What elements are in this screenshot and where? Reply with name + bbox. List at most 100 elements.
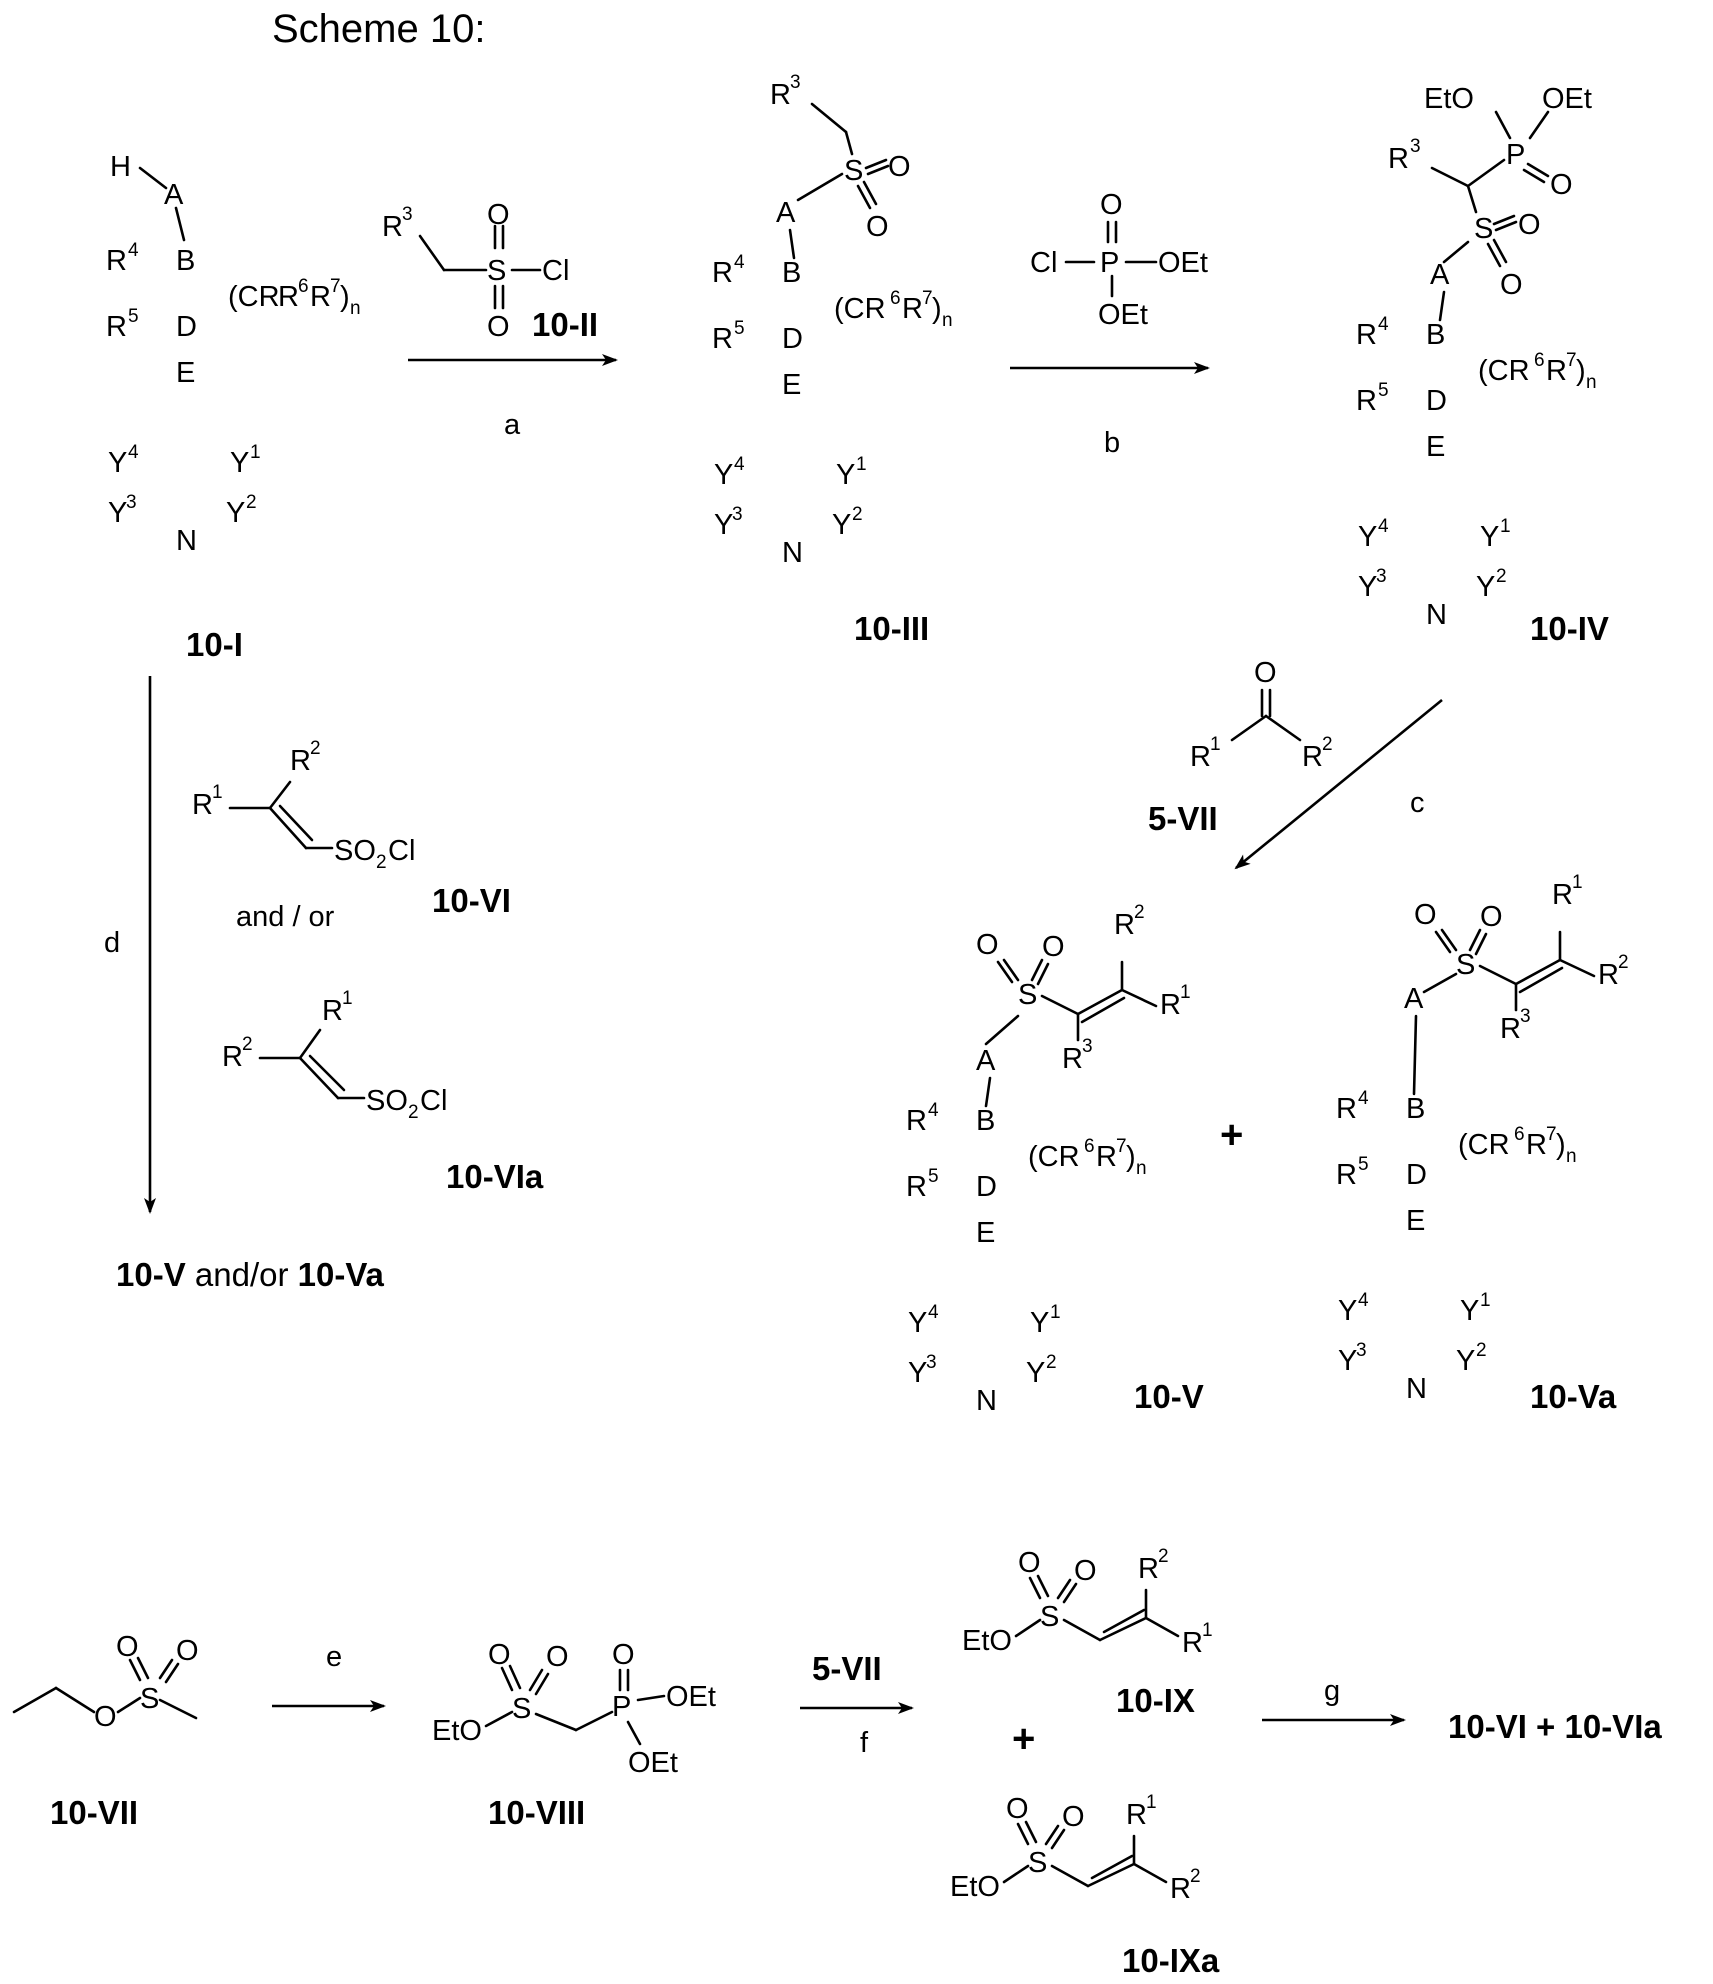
svg-text:O: O: [888, 151, 911, 183]
svg-text:): ): [932, 293, 942, 325]
svg-text:2: 2: [1190, 1866, 1201, 1887]
svg-text:O: O: [1550, 169, 1573, 201]
condition-d: d: [104, 927, 120, 959]
svg-text:R: R: [1114, 909, 1135, 941]
svg-text:5: 5: [128, 306, 139, 327]
compound-10-IX: EtO S O O R2 R1: [962, 1546, 1213, 1659]
svg-text:R: R: [770, 79, 791, 111]
svg-text:2: 2: [1496, 566, 1507, 587]
svg-text:3: 3: [1376, 566, 1387, 587]
svg-text:(CR: (CR: [1478, 355, 1530, 387]
svg-text:5: 5: [1358, 1154, 1369, 1175]
svg-text:Cl: Cl: [542, 255, 569, 287]
svg-text:R: R: [1190, 741, 1211, 773]
svg-text:OEt: OEt: [1158, 247, 1208, 279]
svg-text:A: A: [164, 179, 184, 211]
svg-text:4: 4: [1358, 1290, 1369, 1311]
svg-text:4: 4: [128, 442, 139, 463]
svg-text:O: O: [1018, 1547, 1041, 1579]
svg-text:): ): [340, 281, 350, 313]
svg-text:N: N: [782, 537, 803, 569]
svg-text:E: E: [176, 357, 195, 389]
svg-text:1: 1: [342, 988, 353, 1009]
svg-text:1: 1: [1180, 982, 1191, 1003]
svg-text:6: 6: [298, 276, 309, 297]
plus-sign-bottom: +: [1012, 1717, 1035, 1761]
svg-text:Cl: Cl: [420, 1085, 447, 1117]
compound-10-VIII: EtO S O O P O OEt OEt: [432, 1639, 716, 1779]
svg-text:Y: Y: [226, 497, 245, 529]
svg-text:Y: Y: [108, 497, 127, 529]
label-10-VIII: 10-VIII: [488, 1794, 585, 1831]
svg-text:R: R: [902, 293, 923, 325]
svg-text:R: R: [1138, 1553, 1159, 1585]
svg-text:Y: Y: [836, 459, 855, 491]
svg-text:3: 3: [1410, 136, 1421, 157]
condition-g: g: [1324, 1675, 1340, 1707]
svg-text:A: A: [976, 1045, 996, 1077]
svg-text:N: N: [176, 525, 197, 557]
svg-text:B: B: [976, 1105, 995, 1137]
svg-text:4: 4: [1358, 1088, 1369, 1109]
label-10-VIa: 10-VIa: [446, 1158, 544, 1195]
svg-text:Y: Y: [230, 447, 249, 479]
reagent-10-VI: R1 R2 SO 2 Cl: [192, 738, 415, 873]
svg-text:S: S: [140, 1683, 159, 1715]
svg-text:Y: Y: [108, 447, 127, 479]
svg-text:O: O: [1074, 1555, 1097, 1587]
svg-text:A: A: [776, 197, 796, 229]
svg-text:4: 4: [1378, 516, 1389, 537]
svg-text:R: R: [278, 281, 299, 313]
svg-text:4: 4: [928, 1100, 939, 1121]
svg-text:Y: Y: [714, 509, 733, 541]
svg-text:2: 2: [1322, 734, 1333, 755]
plus-sign: +: [1220, 1113, 1243, 1157]
compound-10-VII: O S O O: [14, 1631, 199, 1733]
svg-text:2: 2: [1046, 1352, 1057, 1373]
svg-text:P: P: [1100, 247, 1119, 279]
svg-text:S: S: [487, 255, 506, 287]
svg-text:R: R: [1500, 1013, 1521, 1045]
svg-text:O: O: [612, 1639, 635, 1671]
svg-text:): ): [1576, 355, 1586, 387]
label-10-VII: 10-VII: [50, 1794, 138, 1831]
svg-text:R: R: [1336, 1093, 1357, 1125]
scheme-title: Scheme 10:: [272, 7, 485, 51]
svg-text:n: n: [1566, 1146, 1577, 1167]
svg-text:S: S: [1040, 1601, 1059, 1633]
svg-text:2: 2: [242, 1034, 253, 1055]
svg-text:3: 3: [732, 504, 743, 525]
svg-text:): ): [1556, 1129, 1566, 1161]
svg-text:E: E: [782, 369, 801, 401]
svg-text:D: D: [1406, 1159, 1427, 1191]
svg-text:N: N: [976, 1385, 997, 1417]
svg-text:R: R: [1302, 741, 1323, 773]
svg-text:EtO: EtO: [950, 1871, 1000, 1903]
svg-text:N: N: [1406, 1373, 1427, 1405]
svg-text:S: S: [1456, 949, 1475, 981]
svg-text:1: 1: [856, 454, 867, 475]
svg-text:B: B: [1406, 1093, 1425, 1125]
condition-f: f: [860, 1727, 869, 1759]
svg-text:6: 6: [1534, 350, 1545, 371]
svg-text:4: 4: [1378, 314, 1389, 335]
svg-text:R: R: [310, 281, 331, 313]
compound-10-IXa: EtO S O O R1 R2: [950, 1792, 1201, 1905]
svg-text:Cl: Cl: [1030, 247, 1057, 279]
svg-text:3: 3: [1356, 1340, 1367, 1361]
label-5-VII: 5-VII: [1148, 800, 1218, 837]
svg-text:R: R: [1388, 143, 1409, 175]
svg-text:R: R: [1096, 1141, 1117, 1173]
svg-text:OEt: OEt: [666, 1681, 716, 1713]
arrow-c: [1236, 700, 1442, 868]
svg-text:6: 6: [1084, 1136, 1095, 1157]
svg-text:D: D: [1426, 385, 1447, 417]
svg-text:Y: Y: [908, 1307, 927, 1339]
svg-text:O: O: [487, 311, 510, 343]
svg-text:S: S: [1474, 213, 1493, 245]
svg-text:(CR: (CR: [1458, 1129, 1510, 1161]
svg-text:D: D: [976, 1171, 997, 1203]
svg-text:Y: Y: [1358, 521, 1377, 553]
svg-text:3: 3: [926, 1352, 937, 1373]
svg-text:E: E: [976, 1217, 995, 1249]
